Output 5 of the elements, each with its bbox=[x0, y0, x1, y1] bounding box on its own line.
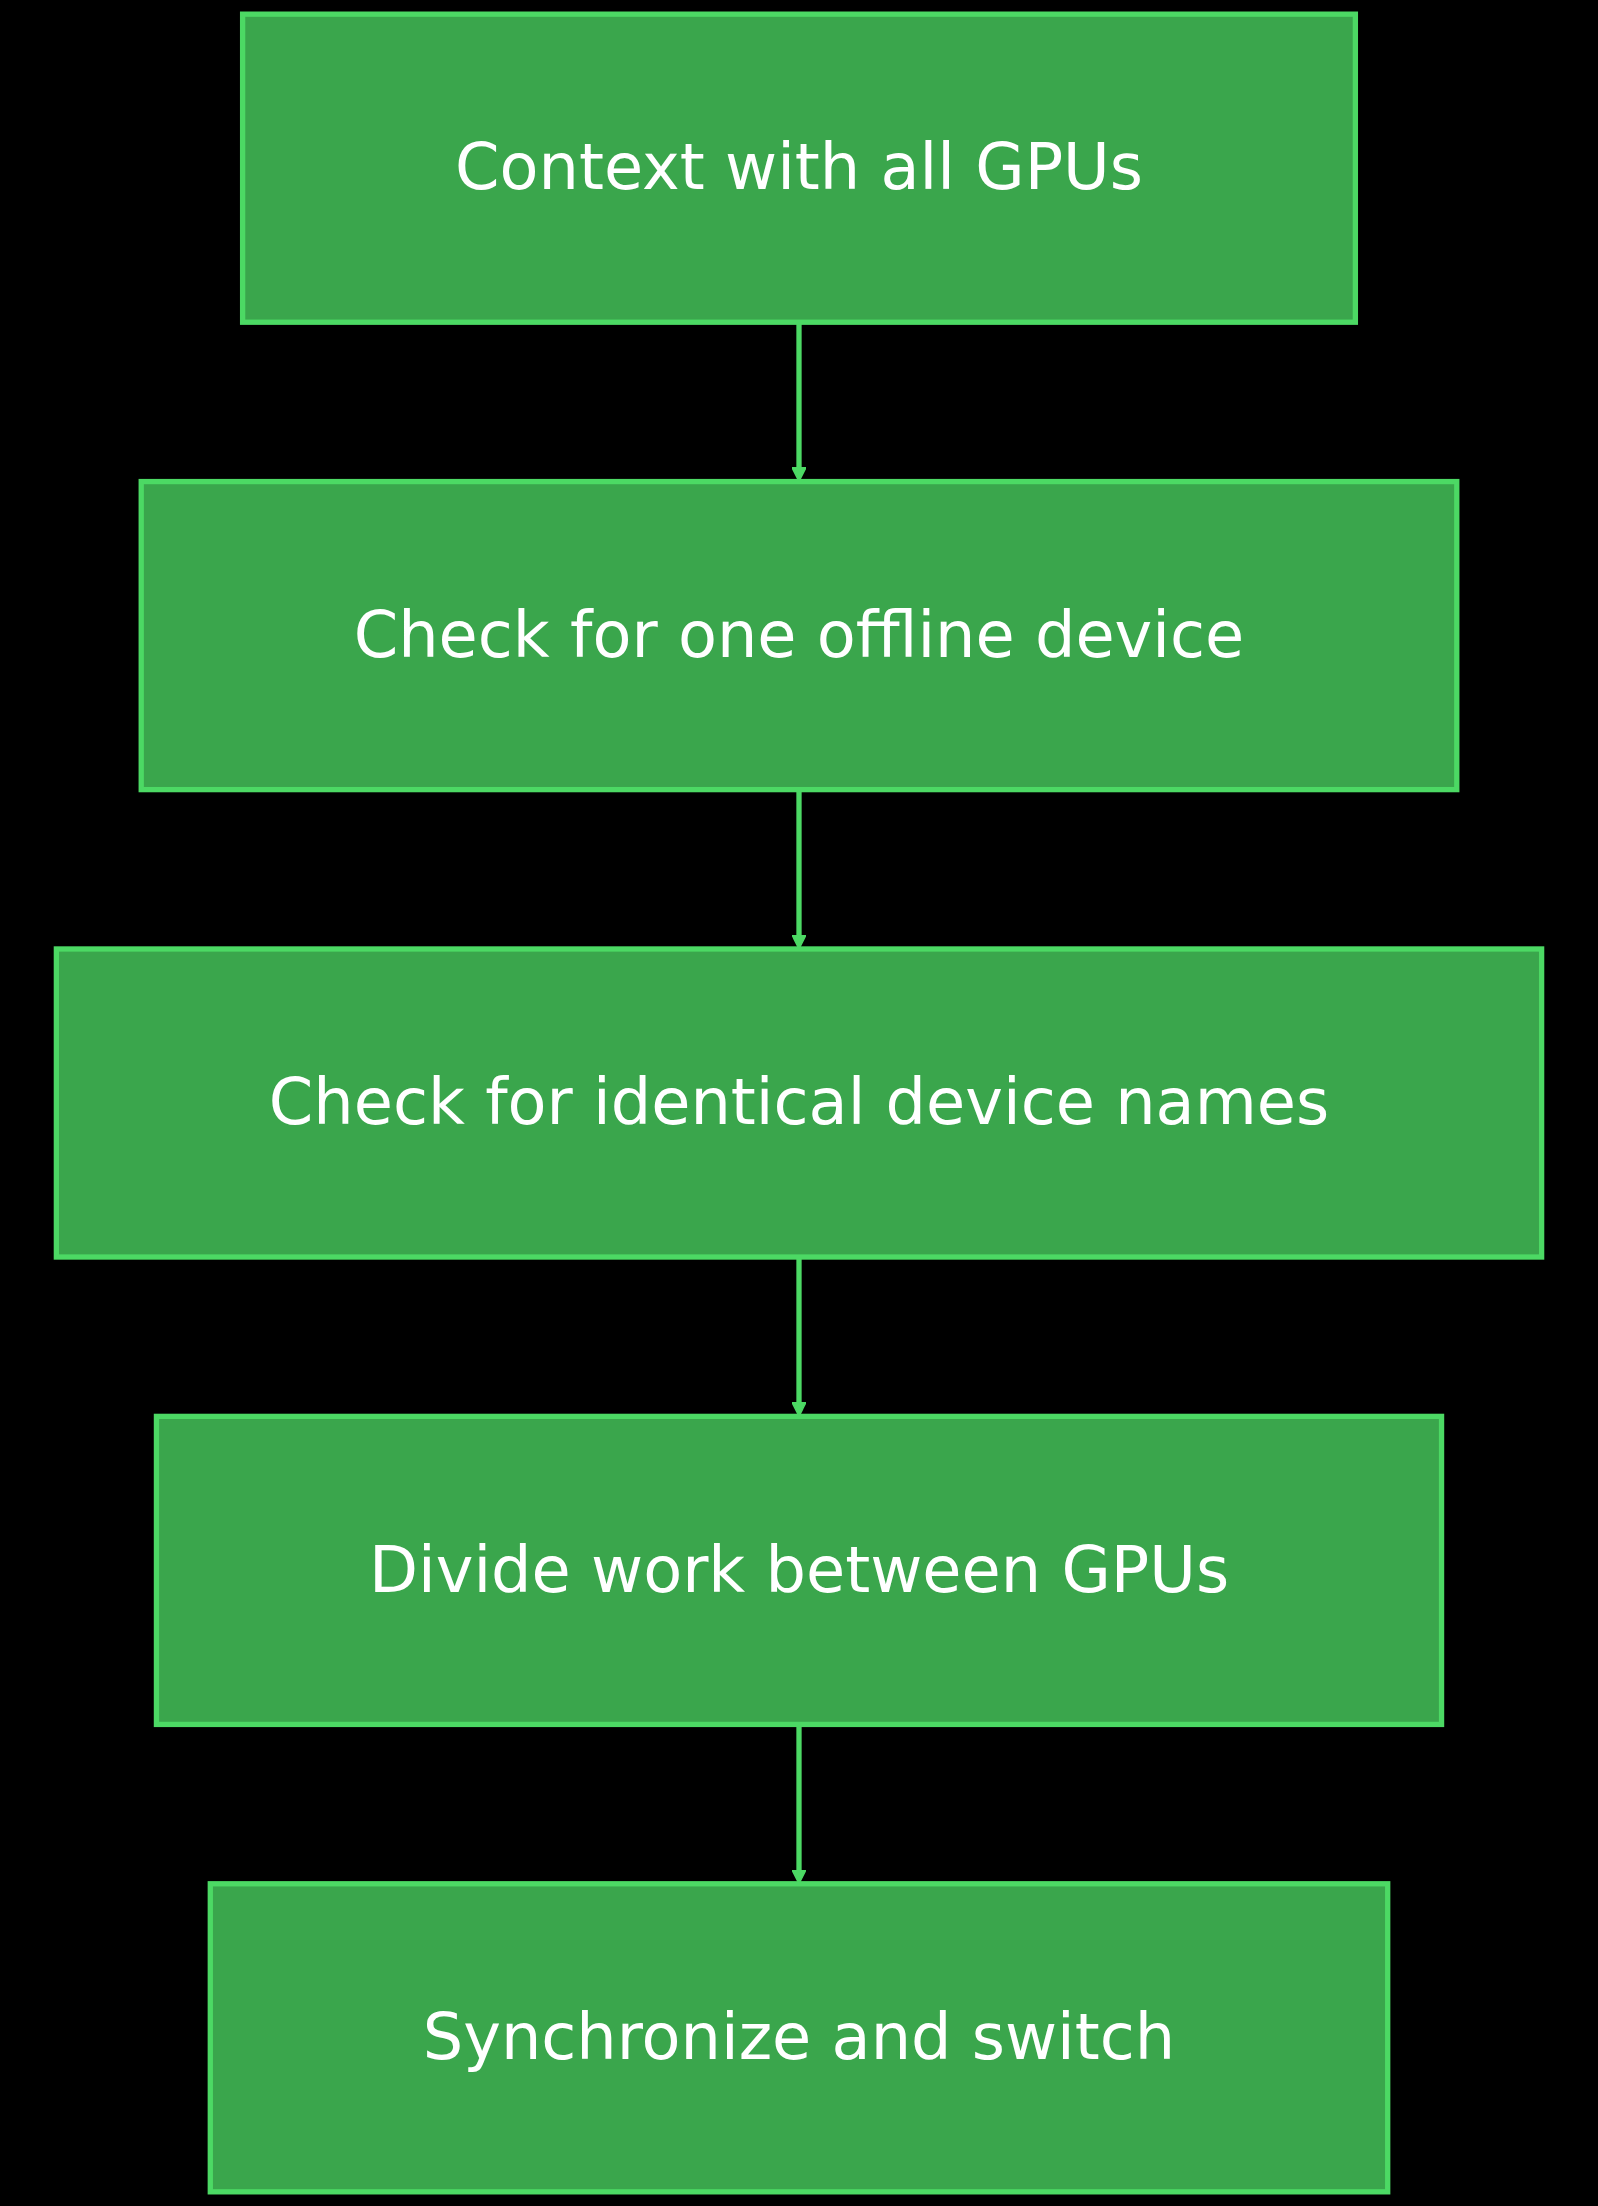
node-box: Check for one offline device bbox=[138, 478, 1460, 793]
node-box: Context with all GPUs bbox=[239, 11, 1359, 325]
node-box: Check for identical device names bbox=[53, 946, 1545, 1260]
node-box: Divide work between GPUs bbox=[153, 1413, 1445, 1728]
node-box: Synchronize and switch bbox=[207, 1881, 1391, 2195]
